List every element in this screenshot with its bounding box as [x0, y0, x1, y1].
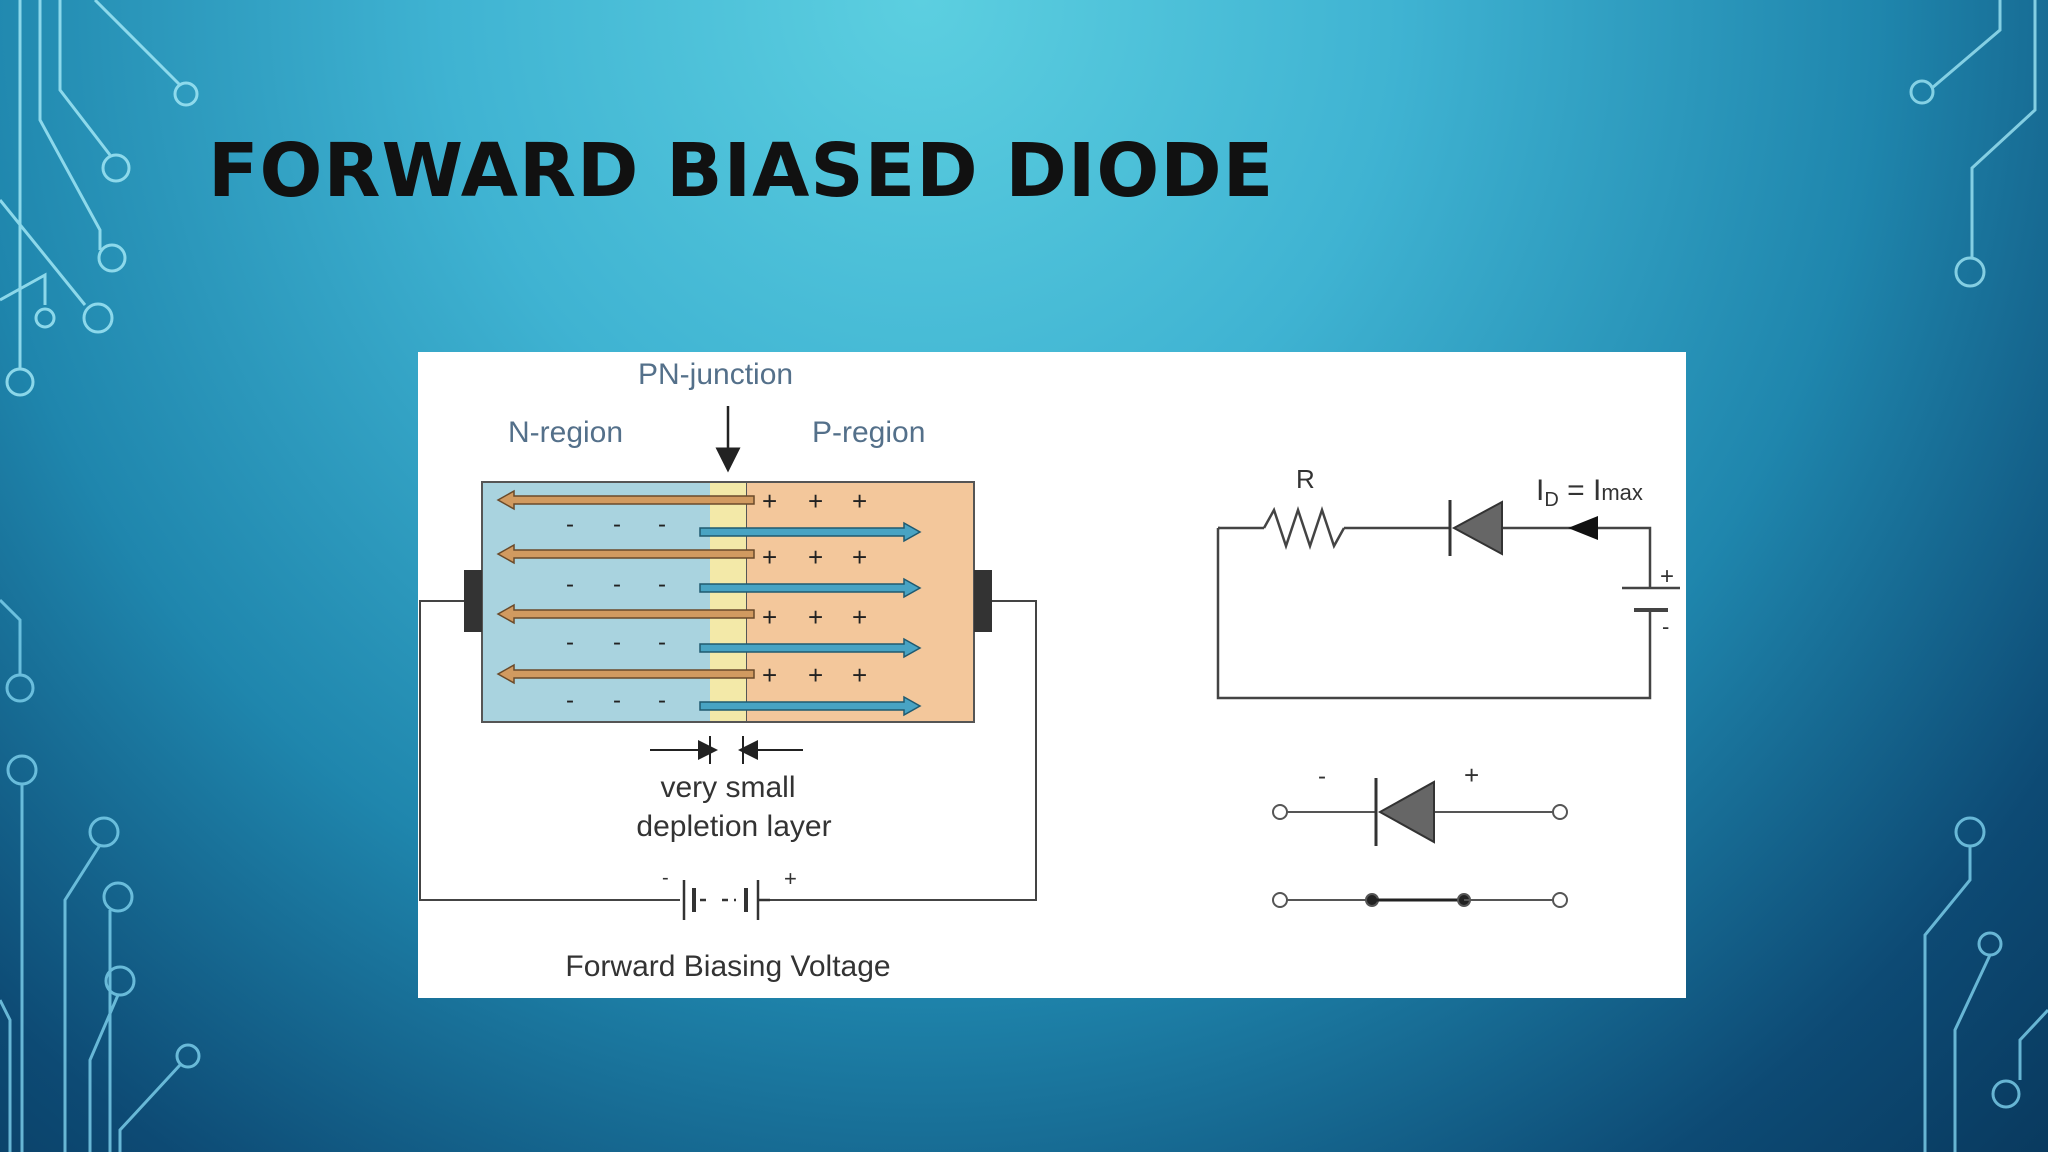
- source-battery-symbol: [1622, 586, 1680, 612]
- source-minus-label: -: [1662, 614, 1669, 639]
- pn-junction-label: PN-junction: [638, 358, 793, 391]
- resistor-symbol: [1262, 506, 1346, 550]
- diagram-panel: PN-junction N-region P-region - -: [418, 352, 1686, 998]
- n-region-charges: - - - - - - - - - - - -: [566, 511, 666, 714]
- svg-text:-: -: [658, 629, 666, 656]
- symbol-minus-label: -: [1318, 763, 1326, 790]
- svg-text:+: +: [808, 660, 823, 690]
- source-plus-label: +: [1660, 563, 1674, 590]
- svg-text:+: +: [762, 602, 777, 632]
- forward-bias-diagram: PN-junction N-region P-region - -: [419, 358, 1680, 983]
- svg-text:-: -: [658, 511, 666, 538]
- slide-title: FORWARD BIASED DIODE: [208, 128, 1275, 214]
- svg-text:-: -: [613, 687, 621, 714]
- svg-text:+: +: [852, 542, 867, 572]
- battery-plus-label: +: [784, 866, 797, 891]
- p-region-label: P-region: [812, 416, 925, 449]
- svg-text:+: +: [852, 602, 867, 632]
- n-region-label: N-region: [508, 416, 623, 449]
- battery-symbol: [682, 880, 770, 920]
- svg-text:+: +: [762, 660, 777, 690]
- circuit-diode-symbol: [1448, 500, 1503, 556]
- right-terminal: [974, 570, 992, 632]
- svg-text:-: -: [658, 687, 666, 714]
- current-label: ID = Imax: [1536, 474, 1643, 511]
- depletion-layer: [710, 482, 746, 722]
- svg-text:+: +: [808, 486, 823, 516]
- svg-text:+: +: [762, 486, 777, 516]
- left-terminal: [464, 570, 482, 632]
- circuit-decoration-left: [0, 0, 201, 1152]
- current-direction-arrow: [1568, 516, 1598, 540]
- voltage-label: Forward Biasing Voltage: [565, 950, 890, 983]
- svg-text:-: -: [658, 571, 666, 598]
- symbol-plus-label: +: [1464, 760, 1479, 790]
- svg-text:+: +: [808, 602, 823, 632]
- svg-text:+: +: [852, 660, 867, 690]
- depletion-label-line1: very small: [660, 771, 795, 804]
- bias-circuit-wires: [419, 600, 1037, 901]
- svg-text:-: -: [613, 511, 621, 538]
- svg-text:-: -: [566, 687, 574, 714]
- svg-text:-: -: [566, 511, 574, 538]
- diode-symbol-equivalent: [1272, 804, 1568, 820]
- depletion-label-line2: depletion layer: [636, 810, 831, 843]
- svg-text:-: -: [566, 629, 574, 656]
- depletion-width-marker: [650, 736, 803, 764]
- hole-flow-arrows: [699, 521, 922, 717]
- resistor-label: R: [1296, 464, 1315, 494]
- svg-text:+: +: [808, 542, 823, 572]
- series-circuit: [1216, 506, 1652, 700]
- svg-text:-: -: [566, 571, 574, 598]
- svg-text:-: -: [613, 571, 621, 598]
- n-region-block: [481, 481, 729, 723]
- battery-minus-label: -: [662, 867, 669, 889]
- closed-switch-equivalent: [1272, 892, 1568, 908]
- diode-symbol-triangle: [1374, 778, 1435, 846]
- svg-text:+: +: [852, 486, 867, 516]
- svg-text:-: -: [613, 629, 621, 656]
- electron-flow-arrows: [496, 489, 755, 685]
- p-region-charges: + + + + + + + + + + + +: [762, 486, 867, 690]
- svg-text:+: +: [762, 542, 777, 572]
